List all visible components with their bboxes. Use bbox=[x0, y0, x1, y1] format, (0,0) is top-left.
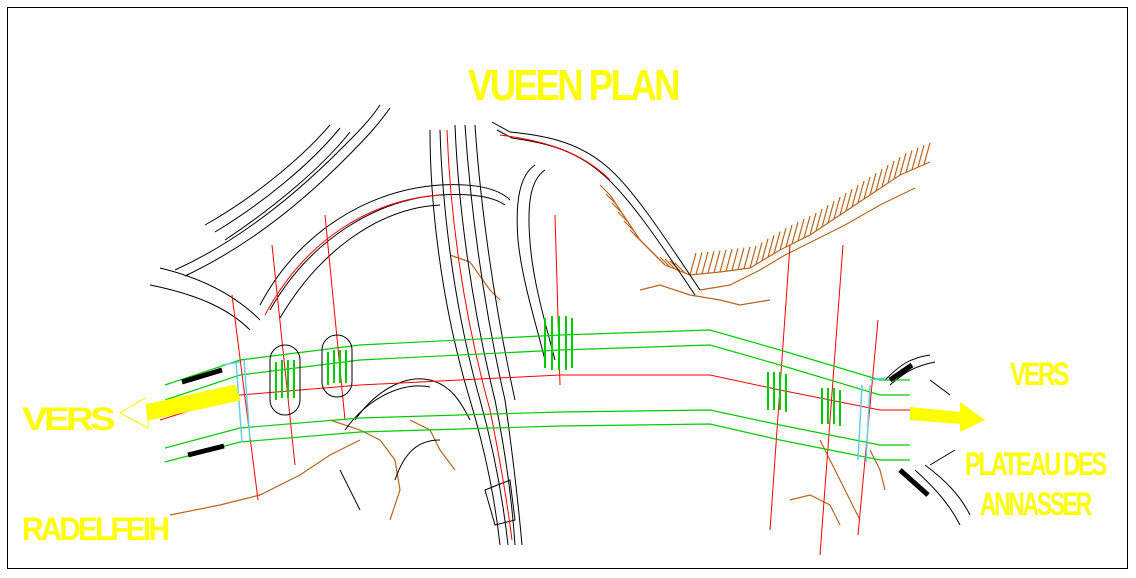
hatch-tick bbox=[851, 184, 859, 208]
hatch-tick bbox=[887, 160, 895, 184]
hatch-tick bbox=[695, 252, 703, 275]
hatch-tick bbox=[767, 235, 775, 258]
pier-4 bbox=[767, 372, 787, 412]
right-destination-line2: ANNASSER bbox=[980, 486, 1092, 522]
hatch-tick bbox=[779, 227, 787, 251]
hatch-tick bbox=[809, 212, 817, 236]
hatch-tick bbox=[893, 156, 901, 180]
hatch-tick bbox=[599, 184, 611, 196]
hatch-tick bbox=[905, 150, 913, 173]
hatch-tick bbox=[917, 145, 925, 168]
bridge-piers bbox=[275, 316, 841, 426]
hatch-tick bbox=[791, 221, 799, 245]
hatch-tick bbox=[911, 147, 919, 170]
road-axes bbox=[159, 129, 910, 556]
hatch-tick bbox=[719, 249, 727, 273]
hatch-tick bbox=[761, 238, 769, 261]
hatch-tick bbox=[923, 142, 931, 165]
pier-2 bbox=[327, 350, 347, 385]
hatch-tick bbox=[863, 176, 871, 200]
hatch-tick bbox=[737, 247, 745, 270]
hatch-tick bbox=[743, 246, 751, 269]
hatch-tick bbox=[707, 251, 715, 274]
terrain-hatching bbox=[169, 142, 931, 526]
left-destination-label: RADELFEIH bbox=[22, 511, 168, 547]
hatch-tick bbox=[773, 231, 781, 254]
hatch-tick bbox=[875, 168, 883, 192]
pier-1 bbox=[275, 360, 295, 400]
drawing-frame bbox=[7, 7, 1128, 569]
hatch-tick bbox=[785, 224, 793, 248]
hatch-tick bbox=[839, 192, 847, 216]
hatch-tick bbox=[731, 248, 739, 271]
right-destination-line1: PLATEAU DES bbox=[965, 446, 1107, 482]
hatch-tick bbox=[664, 258, 676, 270]
pier-outlines bbox=[269, 334, 353, 416]
hatch-tick bbox=[749, 245, 757, 269]
hatch-tick bbox=[899, 152, 907, 176]
plan-title: VUEEN PLAN bbox=[468, 61, 678, 110]
hatch-tick bbox=[713, 250, 721, 273]
wingwalls bbox=[181, 362, 930, 497]
right-vers-label: VERS bbox=[1010, 356, 1069, 392]
hatch-tick bbox=[617, 211, 629, 223]
bridge-alignment bbox=[164, 329, 910, 463]
hatch-tick bbox=[674, 262, 686, 274]
hatch-tick bbox=[833, 196, 841, 220]
hatch-tick bbox=[611, 202, 623, 214]
left-vers-label: VERS bbox=[22, 401, 115, 437]
hatch-tick bbox=[659, 256, 671, 268]
hatch-tick bbox=[654, 254, 666, 266]
hatch-tick bbox=[821, 204, 829, 228]
pier-5 bbox=[821, 388, 841, 426]
right-direction-arrow bbox=[910, 402, 985, 432]
abutments bbox=[221, 359, 886, 463]
hatch-tick bbox=[755, 242, 763, 265]
hatch-tick bbox=[701, 251, 709, 274]
hatch-tick bbox=[803, 215, 811, 239]
pier-3 bbox=[544, 316, 573, 370]
hatch-tick bbox=[869, 172, 877, 196]
hatch-tick bbox=[845, 188, 853, 212]
hatch-tick bbox=[689, 252, 697, 276]
hatch-tick bbox=[623, 220, 635, 232]
hatch-tick bbox=[605, 193, 617, 205]
hatch-tick bbox=[797, 218, 805, 242]
hatch-tick bbox=[827, 200, 835, 224]
hatch-tick bbox=[815, 208, 823, 232]
hatch-tick bbox=[881, 164, 889, 188]
hatch-tick bbox=[857, 180, 865, 204]
left-direction-arrow bbox=[118, 384, 241, 429]
hatch-tick bbox=[725, 249, 733, 272]
